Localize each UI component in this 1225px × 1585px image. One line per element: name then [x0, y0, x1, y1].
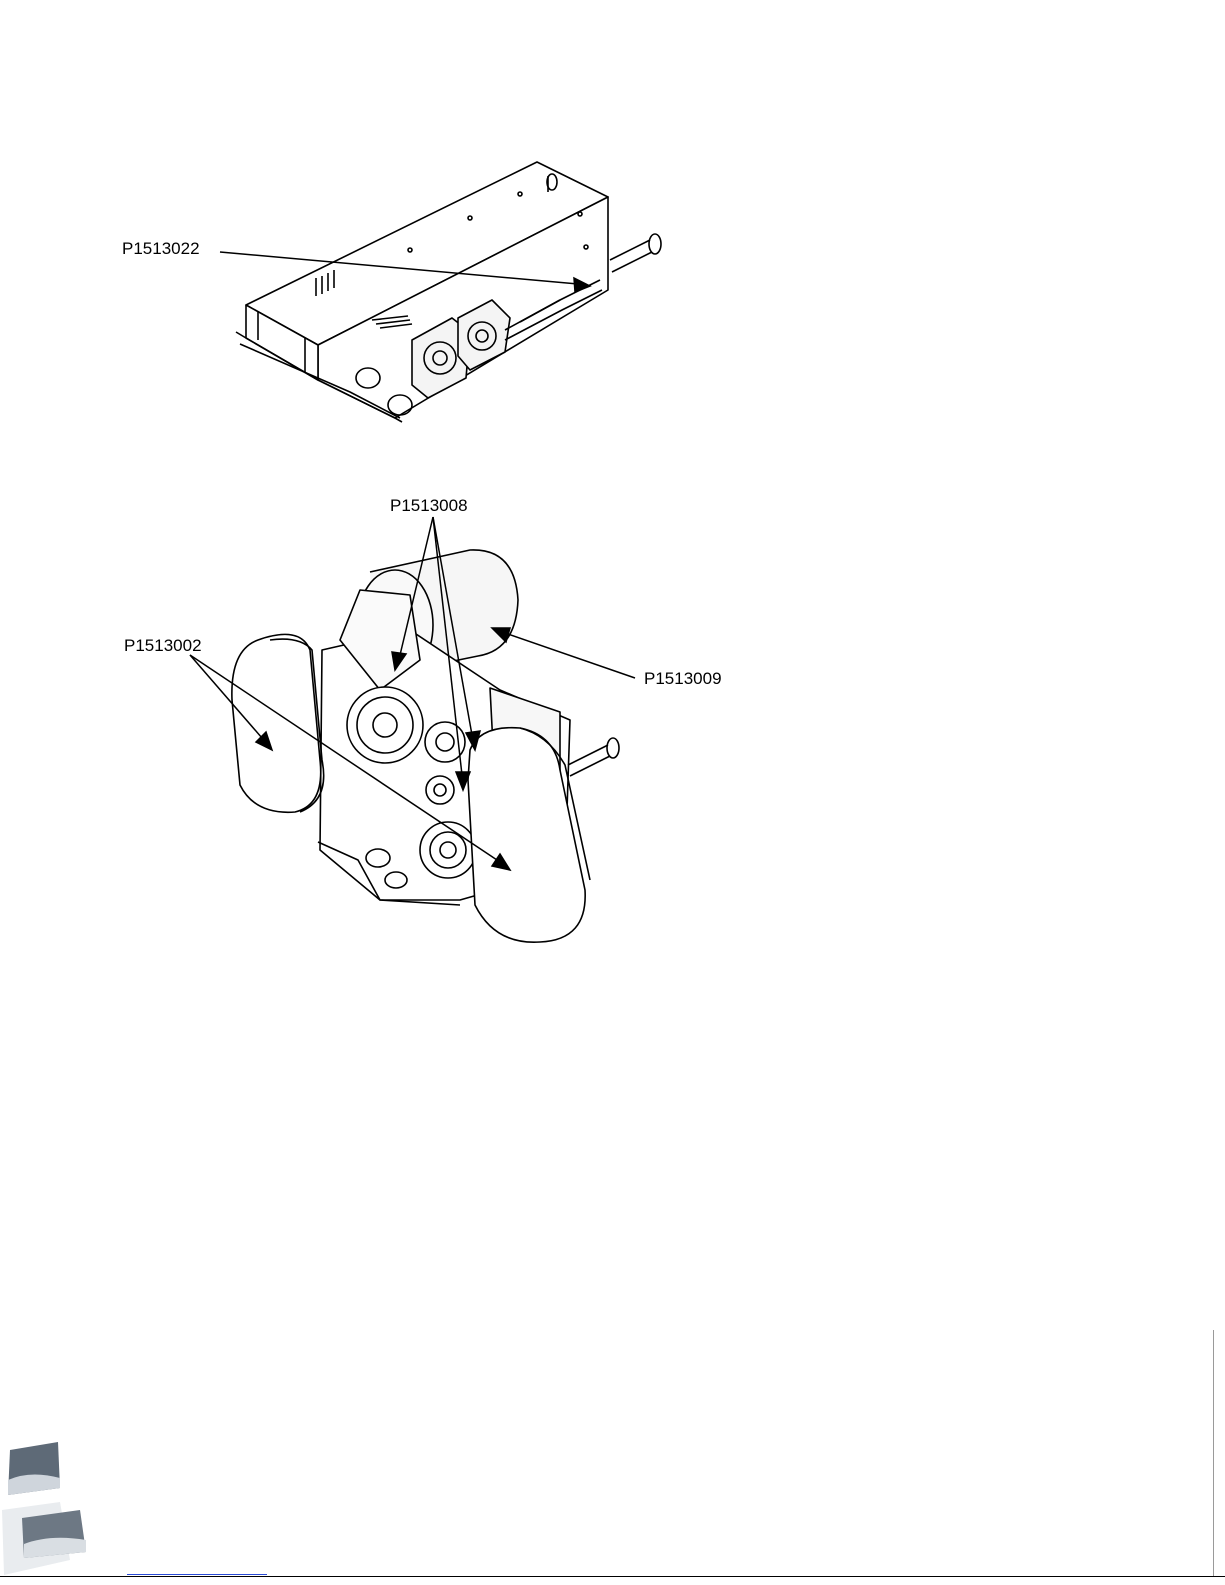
footer-link-underline[interactable] [127, 1574, 267, 1575]
callout-label-p1513008: P1513008 [390, 497, 468, 514]
callout-label-p1513002: P1513002 [124, 637, 202, 654]
callout-label-p1513009: P1513009 [644, 670, 722, 687]
stacked-wave-logo-icon [0, 1440, 110, 1585]
right-margin-rule [1213, 1330, 1214, 1576]
footer-rule [0, 1576, 1225, 1577]
